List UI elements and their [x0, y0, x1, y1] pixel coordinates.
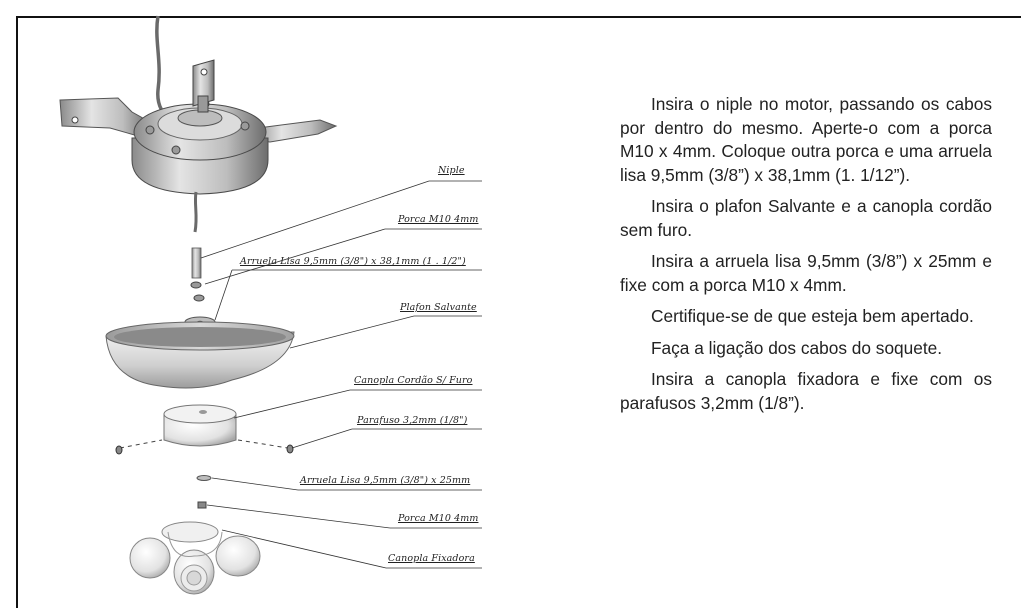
- cable-bottom: [193, 191, 198, 233]
- label-arruela-1: Arruela Lisa 9,5mm (3/8") x 38,1mm (1 . …: [240, 256, 466, 267]
- label-arruela-2: Arruela Lisa 9,5mm (3/8") x 25mm: [300, 475, 471, 486]
- porca-2-icon: [197, 501, 207, 509]
- label-canopla-fixadora: Canopla Fixadora: [388, 553, 475, 564]
- parafuso-icon: [115, 439, 294, 455]
- instruction-paragraph: Insira o plafon Salvante e a canopla cor…: [620, 196, 992, 240]
- instruction-paragraph: Insira a arruela lisa 9,5mm (3/8”) x 25m…: [620, 251, 992, 295]
- instruction-paragraph: Certifique-se de que esteja bem apertado…: [651, 306, 974, 326]
- motor-icon: [59, 59, 338, 195]
- canopla-fixadora-icon: [129, 521, 261, 595]
- label-parafuso: Parafuso 3,2mm (1/8"): [357, 415, 468, 426]
- leader-lines: [200, 180, 482, 569]
- canopla-cordao-icon: [163, 404, 237, 447]
- porca-icon-2: [193, 294, 205, 302]
- instruction-paragraph: Insira a canopla fixadora e fixe com os …: [620, 369, 992, 413]
- instruction-paragraph: Insira o niple no motor, passando os cab…: [620, 94, 992, 185]
- plafon-icon: [105, 321, 295, 389]
- instruction-paragraph: Faça a ligação dos cabos do soquete.: [651, 337, 943, 358]
- label-porca-2: Porca M10 4mm: [398, 513, 479, 524]
- label-canopla-cordao: Canopla Cordão S/ Furo: [354, 375, 473, 386]
- porca-icon: [190, 281, 202, 289]
- page-frame: [16, 16, 1021, 608]
- label-niple: Niple: [438, 165, 465, 176]
- label-plafon: Plafon Salvante: [400, 302, 477, 313]
- arruela-2-icon: [196, 475, 212, 481]
- niple-icon: [191, 247, 202, 279]
- label-porca-1: Porca M10 4mm: [398, 214, 479, 225]
- instructions-text: Insira o niple no motor, passando os cab…: [620, 93, 992, 423]
